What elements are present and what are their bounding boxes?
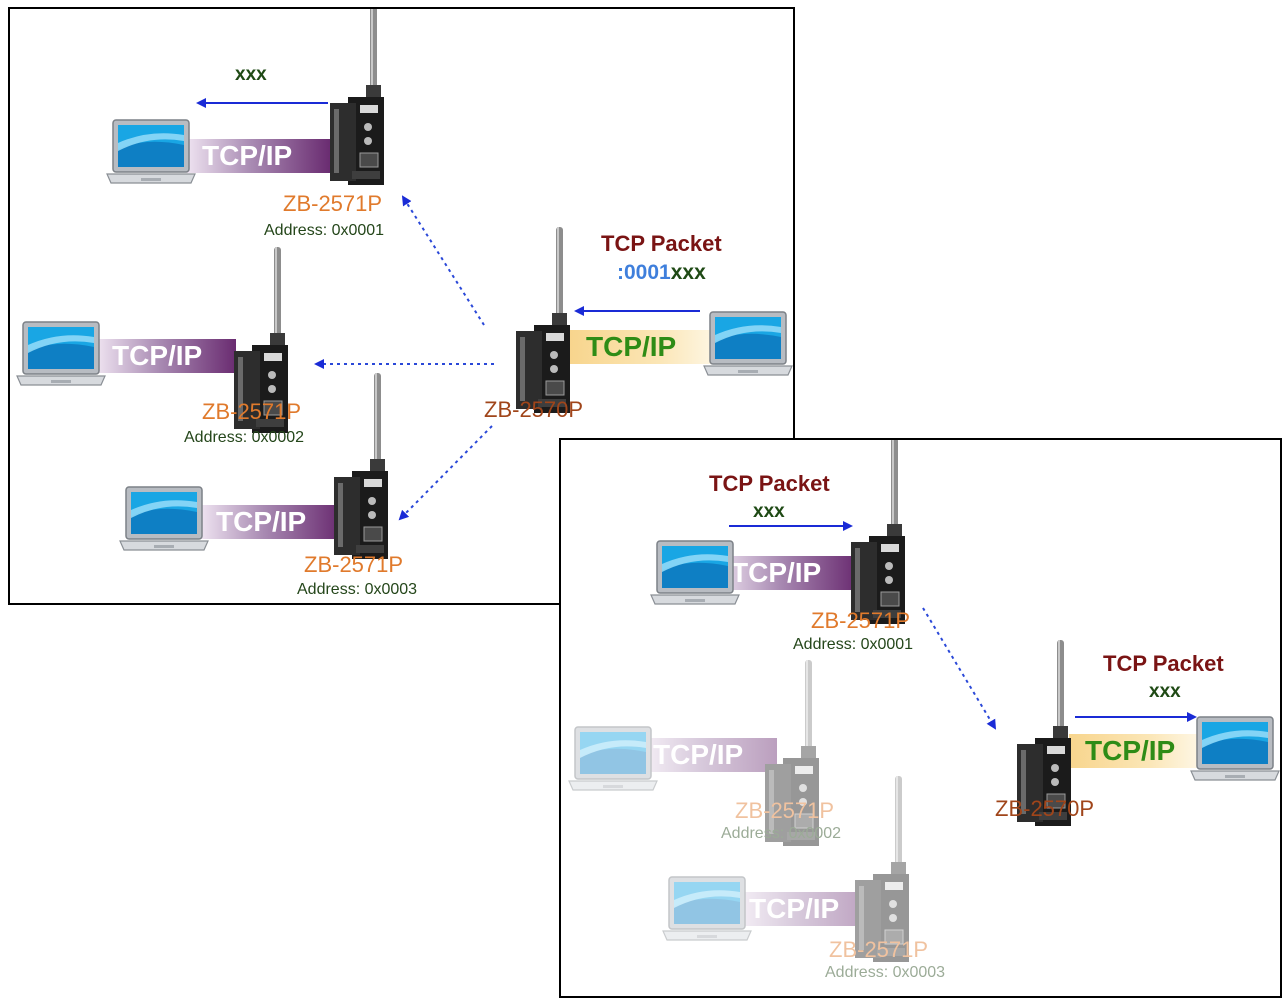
dotted-link-3	[398, 425, 493, 521]
device-label: ZB-2571P	[735, 798, 835, 823]
packet-content: :0001xxx	[617, 261, 706, 285]
tcpip-band: TCP/IP	[733, 892, 873, 926]
panel-a: TCP/IP ZB-2571P Address: 0x0001 xxx TCP/…	[8, 7, 795, 605]
zigbee-device-icon	[322, 7, 402, 189]
laptop-icon	[702, 311, 794, 377]
output-payload: xxx	[235, 64, 267, 85]
zigbee-device-icon	[843, 438, 923, 628]
tcpip-band: TCP/IP	[96, 339, 236, 373]
packet-title: TCP Packet	[601, 231, 722, 256]
device-label: ZB-2571P	[811, 608, 911, 633]
panel-a-arrows	[196, 98, 700, 521]
device-label: ZB-2571P	[283, 191, 383, 216]
dotted-link-1	[401, 195, 485, 326]
packet-address: :0001	[617, 261, 671, 284]
device-address: Address: 0x0001	[793, 636, 914, 653]
tcpip-band: TCP/IP	[637, 738, 777, 772]
output-payload: xxx	[1149, 681, 1181, 702]
packet-title: TCP Packet	[709, 471, 830, 496]
zigbee-device-icon	[326, 373, 406, 563]
panel-b-arrows	[729, 521, 1197, 730]
laptop-icon	[105, 119, 197, 185]
laptop-icon	[15, 321, 107, 387]
laptop-icon	[567, 726, 659, 792]
gateway-label: ZB-2570P	[995, 796, 1095, 821]
tcpip-band: TCP/IP	[1069, 734, 1201, 768]
zigbee-gateway-icon	[508, 227, 588, 417]
laptop-icon	[118, 486, 210, 552]
laptop-icon	[1189, 716, 1281, 782]
tcpip-band: TCP/IP	[186, 139, 330, 173]
panel-b: TCP/IP ZB-2571P Address: 0x0001 TCP Pack…	[559, 438, 1282, 998]
gateway-label: ZB-2570P	[484, 397, 584, 422]
device-address: Address: 0x0003	[297, 581, 418, 598]
input-payload: xxx	[753, 501, 785, 522]
device-address: Address: 0x0001	[264, 222, 385, 239]
device-address: Address: 0x0002	[184, 429, 305, 446]
device-address: Address: 0x0002	[721, 825, 842, 842]
tcpip-band: TCP/IP	[570, 330, 718, 364]
packet-payload: xxx	[670, 261, 706, 284]
tcpip-band: TCP/IP	[715, 556, 857, 590]
tcpip-band: TCP/IP	[200, 505, 340, 539]
packet-title: TCP Packet	[1103, 651, 1224, 676]
device-label: ZB-2571P	[304, 552, 404, 577]
laptop-icon	[661, 876, 753, 942]
device-label: ZB-2571P	[829, 937, 929, 962]
dotted-link	[922, 607, 997, 730]
device-label: ZB-2571P	[202, 399, 302, 424]
device-address: Address: 0x0003	[825, 964, 946, 981]
laptop-icon	[649, 540, 741, 606]
